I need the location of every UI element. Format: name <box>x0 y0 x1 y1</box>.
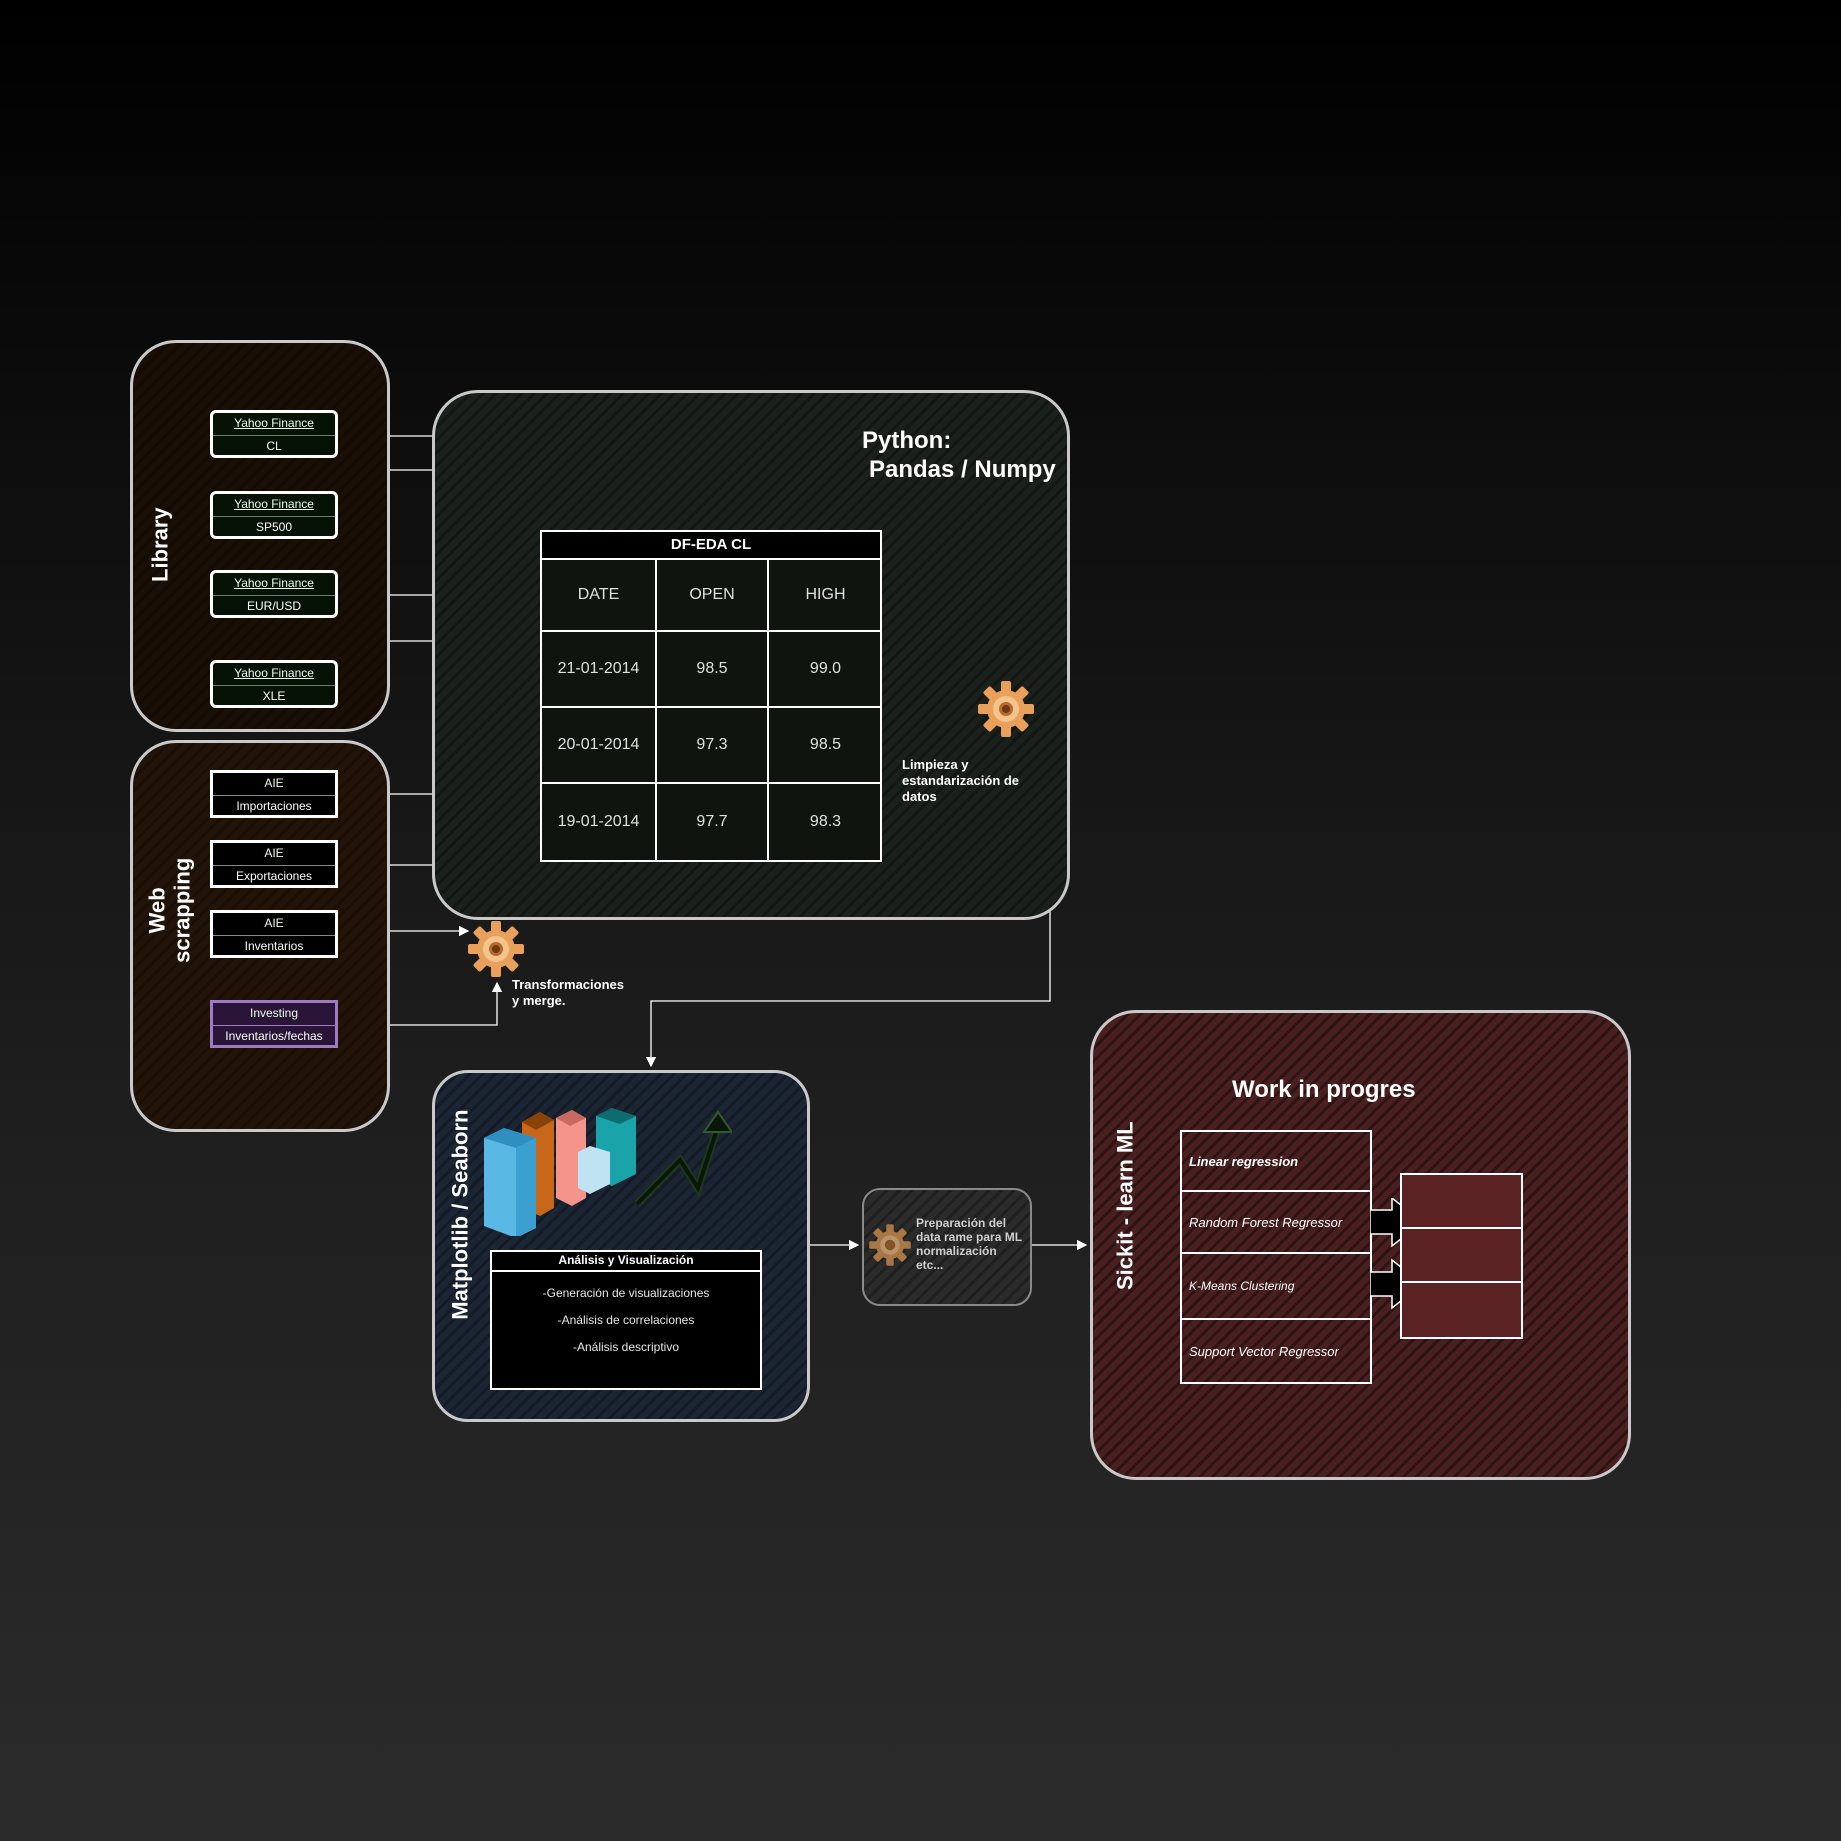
source-yahoo-sp500[interactable]: Yahoo Finance SP500 <box>210 491 338 539</box>
source-yahoo-cl[interactable]: Yahoo Finance CL <box>210 410 338 458</box>
transform-caption: Transformaciones y merge. <box>512 977 624 1008</box>
library-title: Library <box>147 507 173 582</box>
gear-icon <box>978 681 1034 737</box>
source-investing-inventarios[interactable]: Investing Inventarios/fechas <box>210 1000 338 1048</box>
source-name: AIE <box>213 913 335 936</box>
source-dataset: Inventarios/fechas <box>225 1029 323 1043</box>
ml-title: Sickit - learn ML <box>1112 1121 1138 1291</box>
source-name[interactable]: Yahoo Finance <box>213 494 335 517</box>
ml-panel <box>1090 1010 1631 1480</box>
table-cell: 19-01-2014 <box>542 784 657 860</box>
table-cell: 98.5 <box>769 708 882 784</box>
analysis-item: -Generación de visualizaciones <box>542 1286 710 1300</box>
table-title: DF-EDA CL <box>542 532 880 560</box>
ml-model-item[interactable]: Random Forest Regressor <box>1182 1192 1370 1254</box>
df-eda-table: DF-EDA CL DATE OPEN HIGH 21-01-2014 98.5… <box>540 530 882 862</box>
gear-icon <box>468 921 524 977</box>
analysis-box: Análisis y Visualización -Generación de … <box>490 1250 762 1390</box>
source-ticker: XLE <box>262 689 286 703</box>
table-header: HIGH <box>769 560 882 632</box>
preparation-caption: Preparación del data rame para ML normal… <box>916 1216 1023 1272</box>
source-name: AIE <box>213 843 335 866</box>
ml-output-row <box>1402 1229 1521 1283</box>
source-name[interactable]: Yahoo Finance <box>213 573 335 596</box>
ml-output-block <box>1400 1173 1523 1339</box>
ml-header: Work in progres <box>1232 1076 1416 1103</box>
bar-chart-icon <box>484 1108 732 1236</box>
source-aie-importaciones[interactable]: AIE Importaciones <box>210 770 338 818</box>
table-cell: 97.3 <box>657 708 769 784</box>
source-dataset: Exportaciones <box>235 869 313 883</box>
ml-model-list: Linear regression Random Forest Regresso… <box>1180 1130 1372 1384</box>
source-name: AIE <box>213 773 335 796</box>
source-name: Investing <box>213 1003 335 1026</box>
python-title: Python: Pandas / Numpy <box>862 427 1056 483</box>
source-dataset: Inventarios <box>244 939 304 953</box>
source-ticker: SP500 <box>255 520 293 534</box>
table-header: OPEN <box>657 560 769 632</box>
analysis-title: Análisis y Visualización <box>492 1252 760 1272</box>
source-ticker: EUR/USD <box>246 599 301 613</box>
source-yahoo-eurusd[interactable]: Yahoo Finance EUR/USD <box>210 570 338 618</box>
ml-model-item[interactable]: Support Vector Regressor <box>1189 1343 1339 1359</box>
source-dataset: Importaciones <box>236 799 312 813</box>
source-name[interactable]: Yahoo Finance <box>213 663 335 686</box>
cleaning-caption: Limpieza y estandarización de datos <box>902 757 1020 804</box>
analysis-item: -Análisis de correlaciones <box>557 1313 695 1327</box>
source-name[interactable]: Yahoo Finance <box>213 413 335 436</box>
matplotlib-title: Matplotlib / Seaborn <box>447 1109 473 1320</box>
table-cell: 20-01-2014 <box>542 708 657 784</box>
source-aie-exportaciones[interactable]: AIE Exportaciones <box>210 840 338 888</box>
table-cell: 99.0 <box>769 632 882 708</box>
analysis-item: -Análisis descriptivo <box>572 1340 680 1354</box>
table-cell: 98.3 <box>809 813 842 830</box>
table-header: DATE <box>542 560 657 632</box>
source-aie-inventarios[interactable]: AIE Inventarios <box>210 910 338 958</box>
table-cell: 97.7 <box>657 784 769 860</box>
table-cell: 98.5 <box>657 632 769 708</box>
ml-output-row <box>1402 1283 1521 1337</box>
source-ticker: CL <box>266 439 282 453</box>
ml-model-item[interactable]: K-Means Clustering <box>1182 1254 1370 1320</box>
source-yahoo-xle[interactable]: Yahoo Finance XLE <box>210 660 338 708</box>
table-cell: 21-01-2014 <box>542 632 657 708</box>
ml-model-item[interactable]: Linear regression <box>1182 1132 1370 1192</box>
gear-icon <box>869 1224 911 1266</box>
ml-output-row <box>1402 1175 1521 1229</box>
